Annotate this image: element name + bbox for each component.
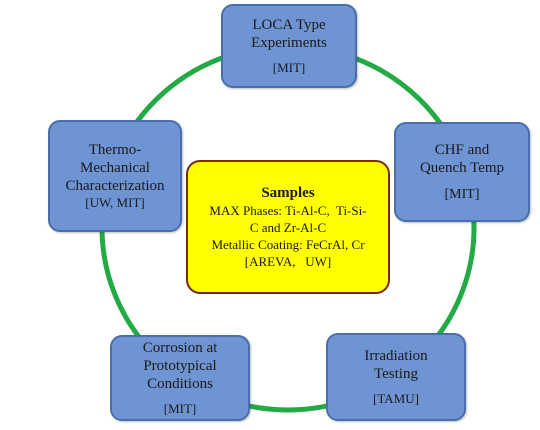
loca-experiments-org: [MIT] [272, 60, 306, 75]
thermo-mechanical-node: Thermo- Mechanical Characterization [UW,… [48, 120, 182, 232]
samples-line-3: Metallic Coating: FeCrAl, Cr [211, 237, 365, 252]
samples-center-box: Samples MAX Phases: Ti-Al-C, Ti-Si- C an… [186, 160, 390, 294]
irradiation-title: Irradiation Testing [364, 348, 428, 382]
samples-line-2: C and Zr-Al-C [249, 220, 327, 235]
samples-line-1: MAX Phases: Ti-Al-C, Ti-Si- [209, 203, 367, 218]
loca-experiments-title: LOCA Type Experiments [251, 17, 327, 51]
irradiation-org: [TAMU] [373, 391, 419, 406]
samples-heading: Samples [261, 185, 315, 201]
loca-experiments-node: LOCA Type Experiments [MIT] [221, 4, 357, 88]
chf-quench-org: [MIT] [444, 187, 480, 202]
irradiation-node: Irradiation Testing [TAMU] [326, 333, 466, 421]
thermo-mechanical-org: [UW, MIT] [85, 195, 145, 210]
thermo-mechanical-title: Thermo- Mechanical Characterization [65, 142, 165, 194]
corrosion-org: [MIT] [163, 401, 197, 416]
chf-quench-title: CHF and Quench Temp [419, 142, 505, 176]
corrosion-title: Corrosion at Prototypical Conditions [142, 340, 218, 392]
chf-quench-node: CHF and Quench Temp [MIT] [394, 122, 530, 222]
corrosion-node: Corrosion at Prototypical Conditions [MI… [110, 335, 250, 421]
samples-line-4: [AREVA, UW] [244, 254, 332, 269]
